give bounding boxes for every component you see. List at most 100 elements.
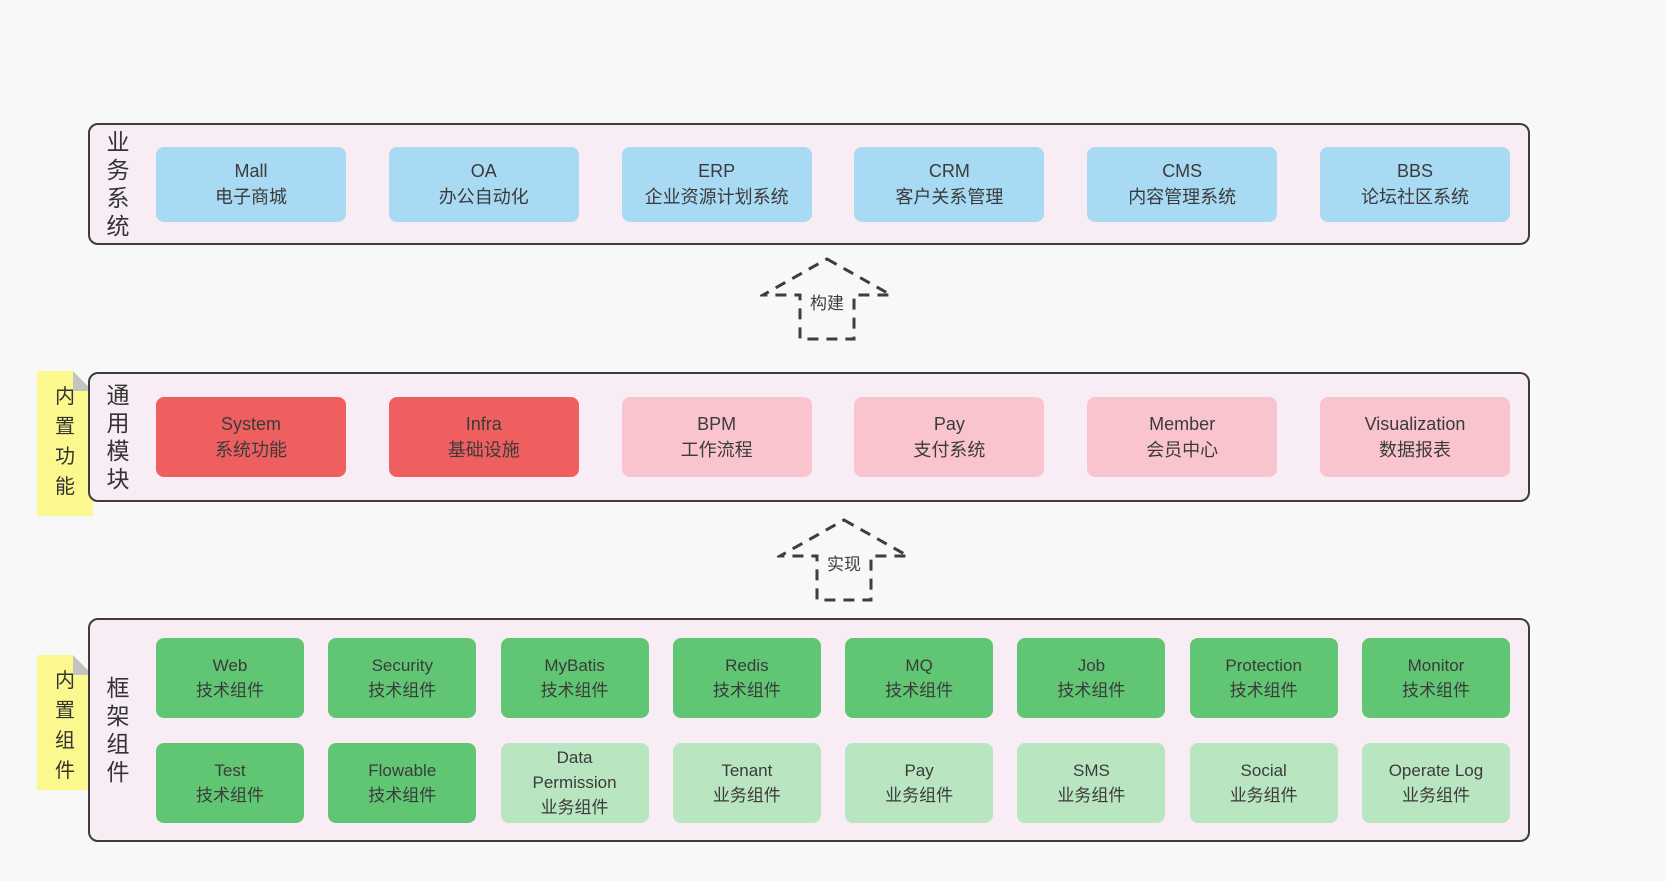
- box-subtitle: 客户关系管理: [895, 187, 1004, 207]
- dashed-up-arrow-icon: [760, 257, 894, 341]
- box-mybatis: MyBatis 技术组件: [500, 637, 649, 718]
- box-title: ERP: [698, 161, 736, 181]
- box-subtitle: 业务组件: [540, 798, 609, 817]
- box-subtitle: 系统功能: [215, 440, 287, 460]
- box-oa: OA 办公自动化: [388, 146, 579, 222]
- box-title: Infra: [465, 414, 502, 434]
- box-title: Flowable: [368, 760, 437, 780]
- sticky-note-built-in-components: 内置组件: [37, 655, 93, 790]
- box-pay-component: Pay 业务组件: [845, 742, 994, 823]
- box-title: Social: [1240, 760, 1287, 780]
- box-test: Test 技术组件: [156, 742, 304, 823]
- box-title: Security: [371, 655, 433, 675]
- box-subtitle: 技术组件: [196, 785, 264, 805]
- box-cms: CMS 内容管理系统: [1087, 146, 1278, 222]
- implement-arrow: 实现: [777, 517, 911, 603]
- box-title: Pay: [933, 414, 965, 434]
- box-title: Protection: [1225, 655, 1302, 675]
- box-subtitle: 业务组件: [885, 785, 954, 805]
- arrow-label: 构建: [806, 289, 848, 314]
- box-title: MQ: [905, 655, 933, 675]
- arrow-label: 实现: [823, 550, 865, 575]
- box-title: BBS: [1396, 161, 1433, 181]
- sticky-note-built-in-features: 内置功能: [37, 371, 93, 516]
- box-subtitle: 办公自动化: [438, 187, 529, 207]
- framework-box-rows: Web 技术组件 Security 技术组件 MyBatis 技术组件 Redi…: [132, 637, 1528, 823]
- box-subtitle: 论坛社区系统: [1360, 187, 1469, 207]
- box-subtitle: 技术组件: [1229, 680, 1298, 700]
- box-subtitle: 电子商城: [215, 187, 287, 207]
- box-subtitle: 技术组件: [1401, 680, 1470, 700]
- box-monitor: Monitor 技术组件: [1361, 637, 1510, 718]
- box-flowable: Flowable 技术组件: [328, 742, 477, 823]
- box-subtitle: 业务组件: [712, 785, 781, 805]
- box-subtitle: 技术组件: [1057, 680, 1126, 700]
- box-title: Visualization: [1364, 414, 1466, 434]
- box-security: Security 技术组件: [328, 637, 477, 718]
- box-title: BPM: [697, 414, 737, 434]
- box-title: Operate Log: [1388, 760, 1484, 780]
- box-title: Redis: [725, 655, 769, 675]
- box-title: OA: [470, 161, 497, 181]
- box-title: Pay: [904, 760, 934, 780]
- dashed-up-arrow-icon: [777, 518, 911, 602]
- box-visualization: Visualization 数据报表: [1319, 397, 1510, 477]
- box-data-permission: Data Permission 业务组件: [500, 742, 649, 823]
- panel-label: 通用模块: [106, 382, 130, 492]
- box-subtitle: 数据报表: [1378, 440, 1451, 460]
- box-title: Test: [214, 760, 246, 780]
- box-title: Tenant: [721, 760, 773, 780]
- framework-row-2: Test 技术组件 Flowable 技术组件 Data Permission …: [132, 742, 1528, 823]
- panel-common-modules: 通用模块 System 系统功能 Infra 基础设施 BPM 工作流程 Pay…: [88, 372, 1530, 502]
- box-title: System: [220, 414, 281, 434]
- box-subtitle: 技术组件: [196, 680, 264, 700]
- box-subtitle: 企业资源计划系统: [644, 187, 789, 207]
- box-subtitle: 业务组件: [1057, 785, 1126, 805]
- box-subtitle: 内容管理系统: [1128, 187, 1237, 207]
- box-job: Job 技术组件: [1017, 637, 1166, 718]
- box-subtitle: 技术组件: [712, 680, 781, 700]
- box-member: Member 会员中心: [1087, 397, 1278, 477]
- box-redis: Redis 技术组件: [672, 637, 821, 718]
- sticky-label: 内置功能: [55, 386, 75, 498]
- box-bpm: BPM 工作流程: [621, 397, 812, 477]
- box-title: Web: [212, 655, 248, 675]
- box-web: Web 技术组件: [156, 637, 304, 718]
- box-subtitle: 工作流程: [680, 440, 753, 460]
- box-subtitle: 技术组件: [885, 680, 954, 700]
- box-title: CRM: [928, 161, 970, 181]
- box-subtitle: 业务组件: [1401, 785, 1470, 805]
- box-title: Data Permission: [532, 748, 617, 792]
- sticky-label: 内置组件: [55, 670, 75, 782]
- business-box-row: Mall 电子商城 OA 办公自动化 ERP 企业资源计划系统 CRM 客户关系…: [132, 146, 1528, 222]
- box-title: MyBatis: [544, 655, 605, 675]
- box-social: Social 业务组件: [1189, 742, 1338, 823]
- box-tenant: Tenant 业务组件: [672, 742, 821, 823]
- box-title: Monitor: [1407, 655, 1465, 675]
- build-arrow: 构建: [760, 256, 894, 342]
- box-title: Mall: [234, 161, 268, 181]
- box-title: SMS: [1072, 760, 1110, 780]
- box-mall: Mall 电子商城: [156, 146, 346, 222]
- box-subtitle: 技术组件: [540, 680, 609, 700]
- panel-label: 框架组件: [106, 675, 130, 785]
- panel-business-systems: 业务系统 Mall 电子商城 OA 办公自动化 ERP 企业资源计划系统 CRM…: [88, 123, 1530, 245]
- box-sms: SMS 业务组件: [1017, 742, 1166, 823]
- box-subtitle: 基础设施: [447, 440, 520, 460]
- panel-label: 业务系统: [106, 129, 130, 239]
- box-subtitle: 技术组件: [368, 680, 437, 700]
- box-operate-log: Operate Log 业务组件: [1361, 742, 1510, 823]
- box-system: System 系统功能: [156, 397, 346, 477]
- modules-box-row: System 系统功能 Infra 基础设施 BPM 工作流程 Pay 支付系统…: [132, 397, 1528, 477]
- box-bbs: BBS 论坛社区系统: [1319, 146, 1510, 222]
- box-title: Member: [1149, 414, 1216, 434]
- framework-row-1: Web 技术组件 Security 技术组件 MyBatis 技术组件 Redi…: [132, 637, 1528, 718]
- box-subtitle: 技术组件: [368, 785, 437, 805]
- box-title: CMS: [1162, 161, 1203, 181]
- box-crm: CRM 客户关系管理: [854, 146, 1045, 222]
- box-pay-module: Pay 支付系统: [854, 397, 1045, 477]
- box-mq: MQ 技术组件: [845, 637, 994, 718]
- box-subtitle: 支付系统: [913, 440, 986, 460]
- box-subtitle: 业务组件: [1229, 785, 1298, 805]
